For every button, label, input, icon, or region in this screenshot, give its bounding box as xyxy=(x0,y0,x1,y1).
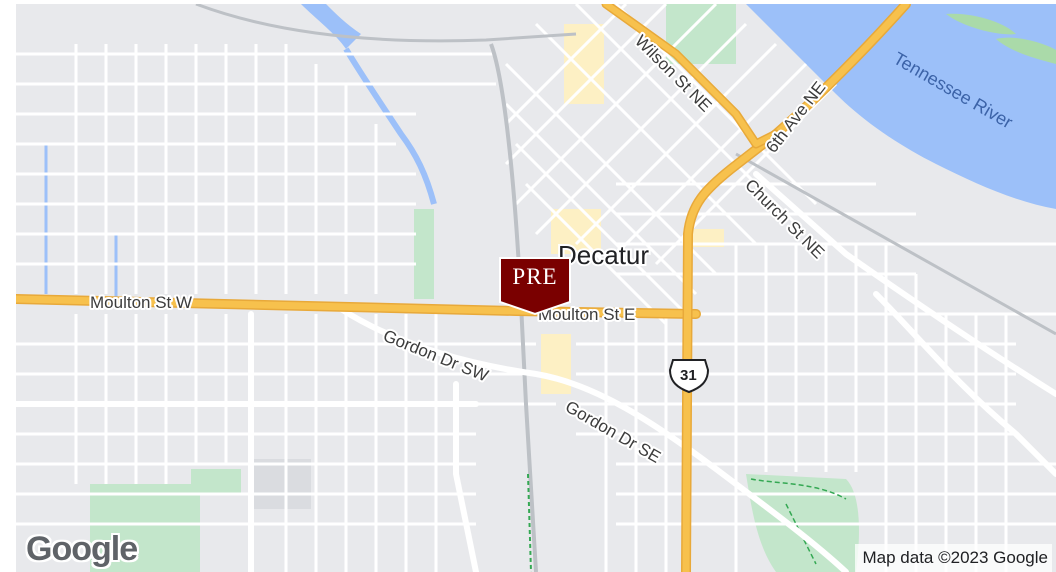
marker-pin-icon xyxy=(499,257,571,316)
creek-west xyxy=(44,144,118,304)
marker-label: PRE xyxy=(512,264,558,289)
road-label-moulton-e: Moulton St E xyxy=(538,305,635,324)
creek-channel xyxy=(343,47,437,205)
route-31-number: 31 xyxy=(680,367,697,384)
railway-east xyxy=(735,152,1056,336)
location-marker[interactable]: PRE xyxy=(498,256,572,316)
highways xyxy=(16,4,911,572)
downtown-grid xyxy=(504,4,838,326)
map-attribution[interactable]: Map data ©2023 Google xyxy=(854,544,1052,572)
park-strip xyxy=(414,209,434,299)
industrial-block xyxy=(251,459,311,509)
railway-north xyxy=(195,4,577,43)
map-graphics: Decatur Tennessee River Moulton St W Mou… xyxy=(16,4,1056,572)
road-label-gordon-se: Gordon Dr SE xyxy=(562,397,664,467)
city-label: Decatur xyxy=(558,240,649,270)
road-label-church: Church St NE xyxy=(741,175,828,262)
route-31-shield: 31 xyxy=(668,359,710,394)
creek-north xyxy=(301,4,361,49)
secondary-roads xyxy=(16,171,1056,572)
river-area xyxy=(686,4,1056,209)
river-islands xyxy=(946,13,1056,64)
path-green xyxy=(527,473,532,572)
google-logo[interactable]: Google xyxy=(26,530,138,568)
park-southwest-2 xyxy=(191,469,241,494)
road-label-6th-ave: 6th Ave NE xyxy=(762,78,829,156)
park-southwest xyxy=(90,484,200,572)
map-canvas[interactable]: Decatur Tennessee River Moulton St W Mou… xyxy=(16,4,1056,572)
road-label-moulton-w: Moulton St W xyxy=(90,293,192,312)
